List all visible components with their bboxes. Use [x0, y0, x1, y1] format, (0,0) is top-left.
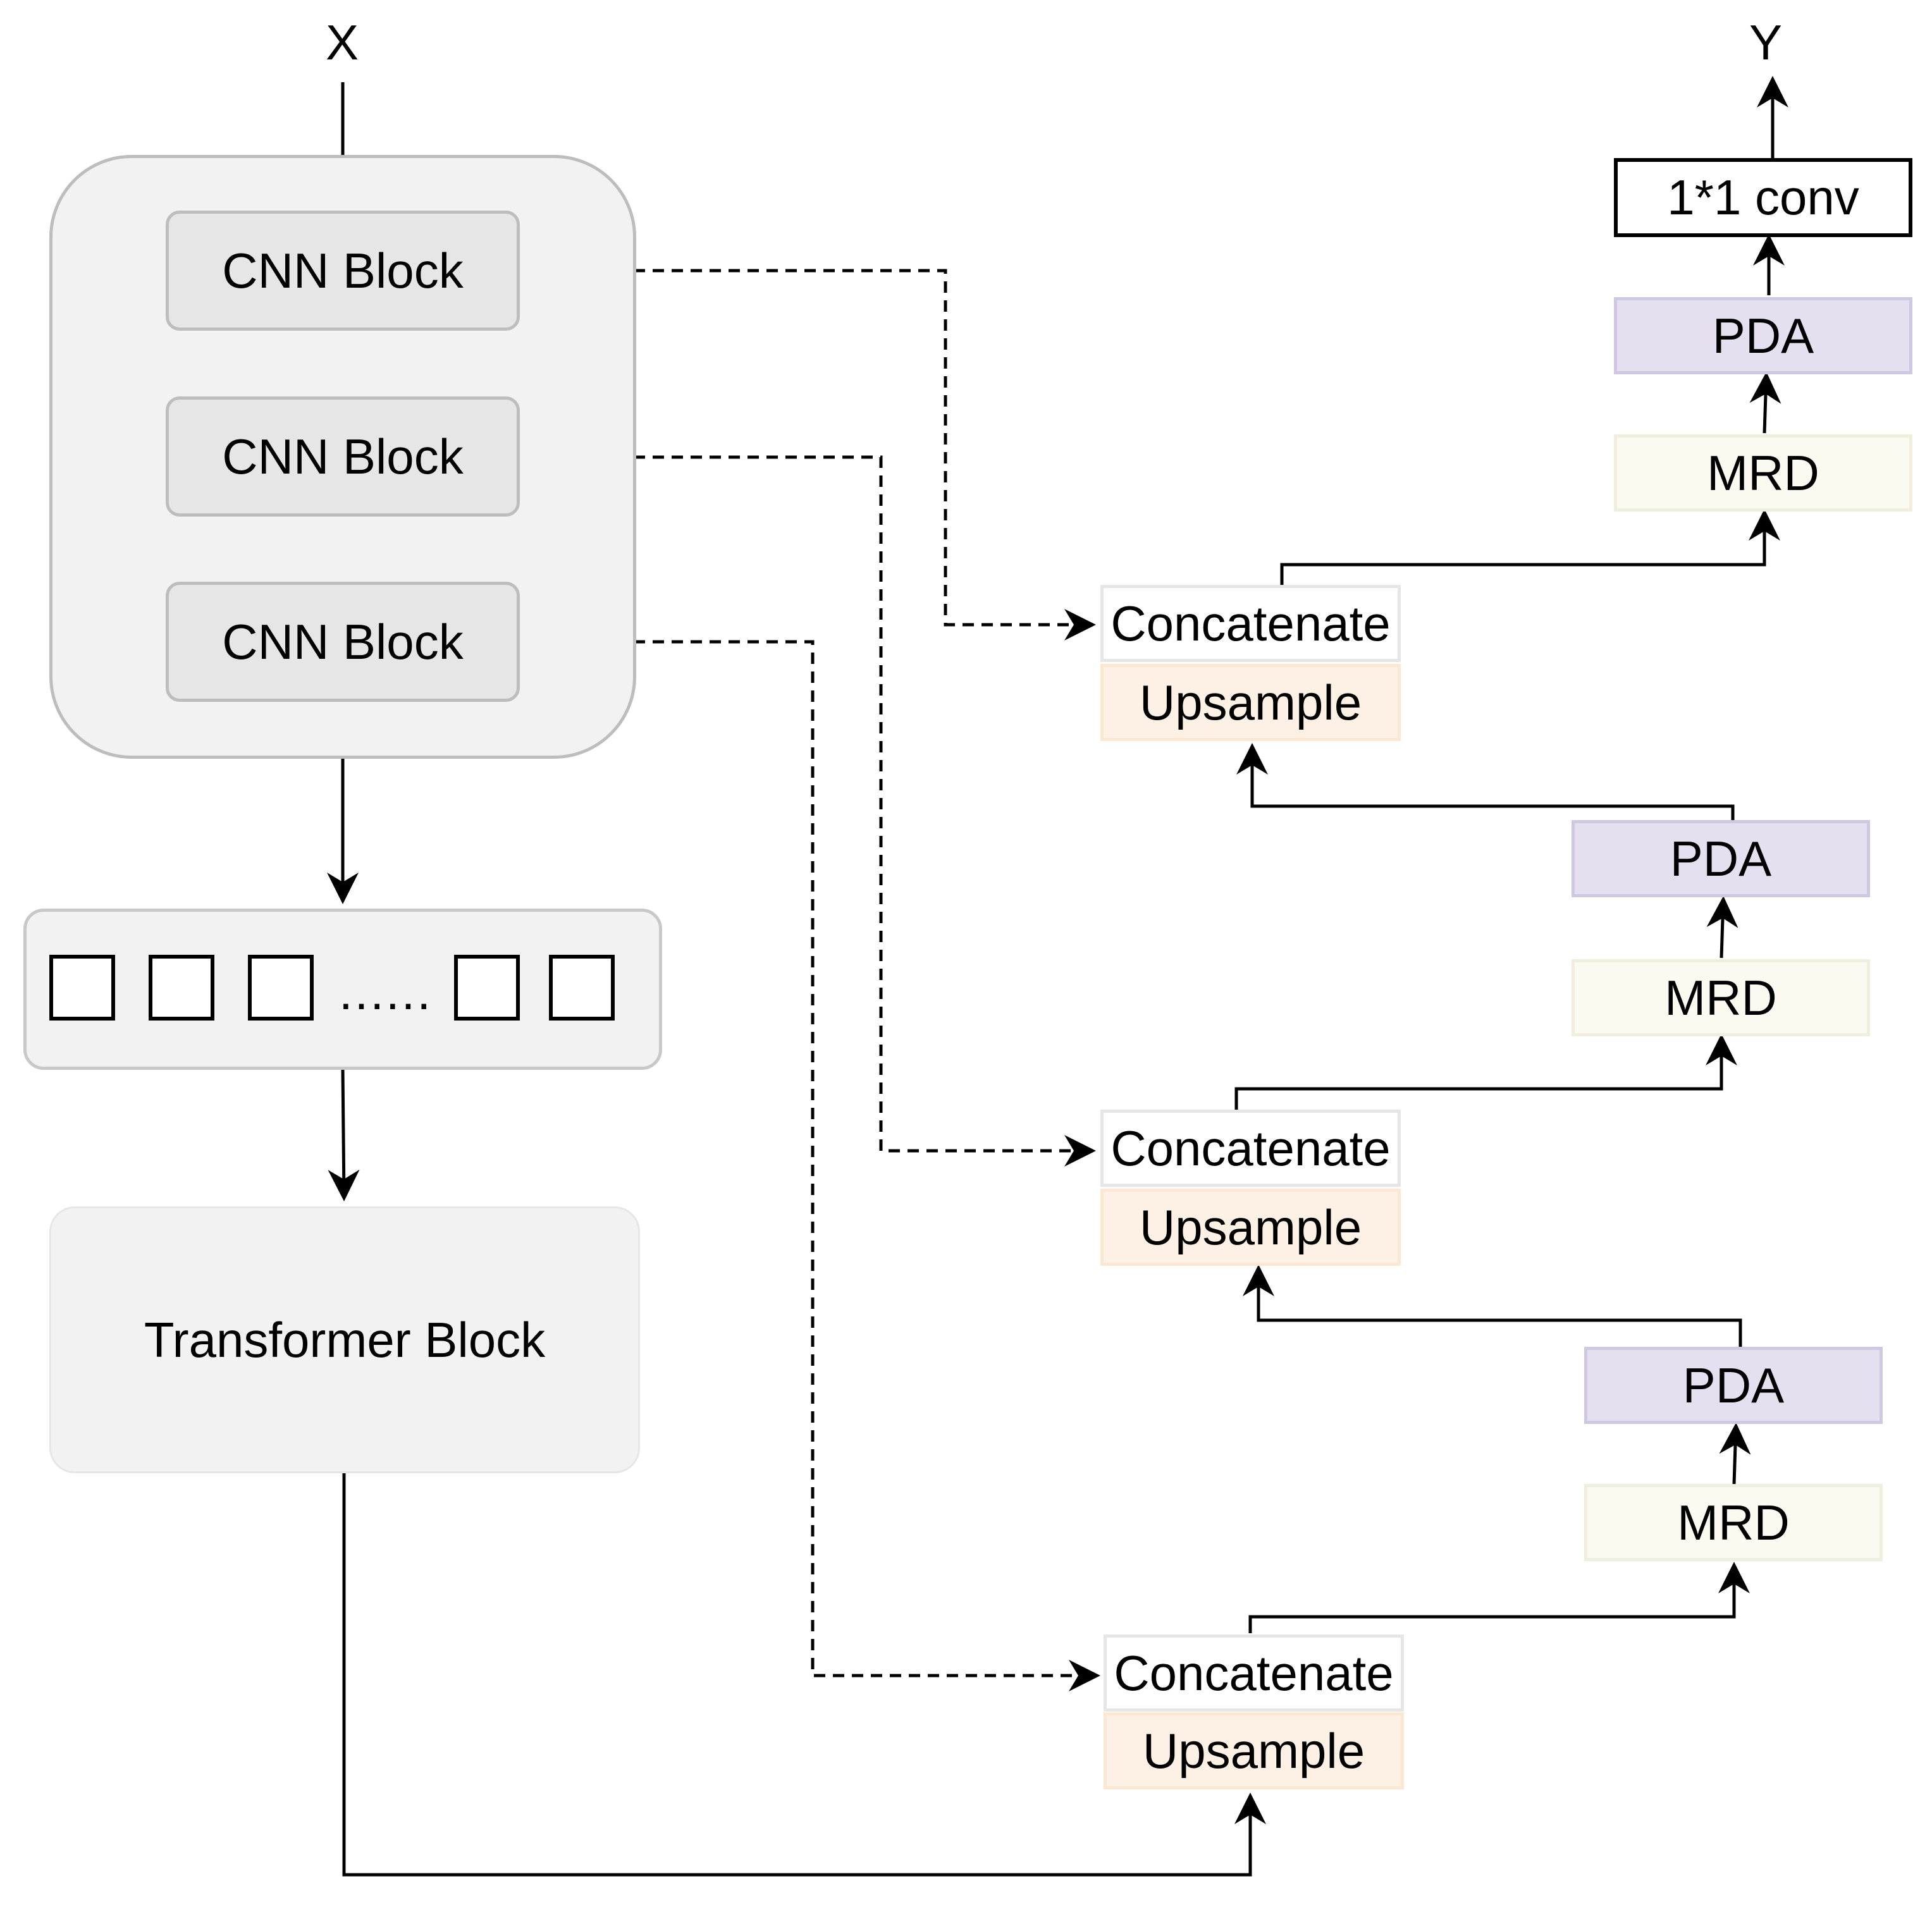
arrow-mrd3-to-pda3 [1719, 1423, 1751, 1485]
token-box [248, 955, 314, 1021]
concatenate-block-1: Concatenate [1100, 585, 1401, 662]
skip-cnn1-to-concat1 [520, 269, 1096, 641]
output-label: Y [1749, 15, 1783, 70]
transformer-block: Transformer Block [49, 1206, 640, 1473]
upsample-block-3: Upsample [1104, 1712, 1404, 1789]
mrd-block-2: MRD [1572, 959, 1870, 1036]
pda-block-2: PDA [1572, 820, 1870, 897]
token-box [454, 955, 520, 1021]
cnn-block-1: CNN Block [166, 211, 520, 331]
arrow-concat1-to-mrd1 [1280, 509, 1780, 585]
mrd-block-1: MRD [1614, 434, 1912, 512]
concatenate-block-3: Concatenate [1104, 1634, 1404, 1712]
token-box [149, 955, 214, 1021]
cnn-block-3: CNN Block [166, 582, 520, 702]
arrow-concat2-to-mrd2 [1234, 1034, 1737, 1110]
input-label: X [326, 15, 359, 70]
arrow-mrd2-to-pda2 [1706, 896, 1738, 959]
concatenate-block-2: Concatenate [1100, 1110, 1401, 1187]
token-box [49, 955, 115, 1021]
upsample-block-1: Upsample [1100, 664, 1401, 741]
token-ellipsis: ...... [339, 964, 433, 1020]
mrd-block-3: MRD [1584, 1484, 1883, 1561]
arrow-mrd1-to-pda1 [1749, 372, 1781, 434]
arrow-pda2-to-upsample1 [1236, 743, 1735, 820]
token-box [549, 955, 615, 1021]
cnn-block-2: CNN Block [166, 396, 520, 517]
arrow-transformer-to-upsample3 [342, 1473, 1266, 1877]
arrow-pda3-to-upsample2 [1243, 1265, 1742, 1347]
conv-1x1-block: 1*1 conv [1614, 158, 1912, 237]
pda-block-3: PDA [1584, 1347, 1883, 1424]
arrow-tokens-to-transformer [328, 1069, 360, 1201]
pda-block-1: PDA [1614, 297, 1912, 374]
upsample-block-2: Upsample [1100, 1189, 1401, 1266]
skip-cnn2-to-concat2 [520, 455, 1096, 1167]
arrow-concat3-to-mrd3 [1248, 1562, 1750, 1633]
skip-cnn3-to-concat3 [520, 640, 1100, 1691]
